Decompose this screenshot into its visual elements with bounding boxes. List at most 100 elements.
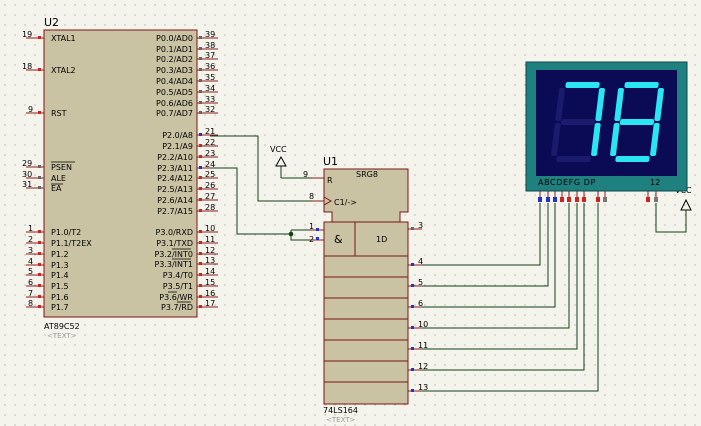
u2-pin-label: P3.5/T1 — [163, 282, 193, 291]
u2-pin-label: P2.5/A13 — [157, 185, 193, 194]
wire-data-p2-3[interactable] — [210, 167, 291, 235]
pin-state-marker — [411, 326, 414, 329]
digit-left — [551, 82, 605, 162]
wire-data-b[interactable] — [290, 230, 310, 241]
u2-pin-label: P3.2/INT0 — [154, 250, 193, 259]
wire-common-vcc[interactable] — [655, 203, 687, 233]
u2-pin-label: P1.5 — [51, 282, 69, 291]
segment-a — [565, 82, 600, 88]
segment-a — [624, 82, 659, 88]
display-pin-labels: ABCDEFG DP — [538, 178, 596, 187]
vcc-terminal[interactable]: VCC — [270, 145, 287, 178]
u1-block-label: SRG8 — [356, 170, 378, 179]
wire-seg-f[interactable] — [422, 203, 585, 371]
pin-state-marker — [199, 90, 202, 93]
u2-pin-label: EA — [51, 184, 62, 193]
u2-pin-number: 18 — [22, 62, 32, 71]
u1-pin-reset-num: 9 — [303, 170, 308, 179]
segment-f — [555, 88, 565, 121]
pin-state-marker — [199, 262, 202, 265]
pin-state-marker — [199, 68, 202, 71]
segment-f — [614, 88, 624, 121]
pin-state-marker — [199, 79, 202, 82]
u2-pin-number: 5 — [28, 267, 33, 276]
display-pins — [538, 191, 658, 202]
wire-seg-e[interactable] — [422, 203, 578, 350]
u2-pin-number: 15 — [205, 278, 215, 287]
u2-pin-label: P2.1/A9 — [162, 142, 193, 151]
u2-pin-number: 36 — [205, 62, 215, 71]
u2-pin-label: P0.2/AD2 — [156, 55, 193, 64]
u2-pin-number: 27 — [205, 192, 215, 201]
u2-pin-label: P2.0/A8 — [162, 131, 193, 140]
u2-pin-label: P3.4/T0 — [163, 271, 193, 280]
pin-state-marker — [316, 228, 319, 231]
pin-state-marker — [582, 197, 586, 202]
pin-state-marker — [199, 284, 202, 287]
u2-body[interactable] — [43, 29, 198, 318]
segment-d — [556, 156, 591, 162]
u2-pin-label: P0.1/AD1 — [156, 45, 193, 54]
u1-shift-register[interactable]: U1 SRG8 R C1/-> & 1D 74LS164 <TEXT> 9 8 … — [303, 155, 409, 424]
u2-pin-number: 23 — [205, 149, 215, 158]
pin-state-marker — [199, 252, 202, 255]
u2-pin-number: 31 — [22, 180, 32, 189]
u2-pin-number: 33 — [205, 95, 215, 104]
u2-pin-number: 3 — [28, 246, 33, 255]
u2-pin-number: 25 — [205, 170, 215, 179]
segment-e — [610, 123, 620, 156]
u2-pin-label: XTAL2 — [51, 66, 76, 75]
u1-register-body[interactable] — [323, 221, 409, 405]
vcc-label: VCC — [270, 145, 287, 154]
pin-state-marker — [38, 68, 41, 71]
pin-state-marker — [38, 165, 41, 168]
pin-state-marker — [546, 197, 550, 202]
vcc-arrow-icon — [275, 155, 287, 167]
u2-pin-label: P0.7/AD7 — [156, 109, 193, 118]
pin-state-marker — [560, 197, 564, 202]
pin-state-marker — [38, 295, 41, 298]
wire-seg-g[interactable] — [422, 203, 599, 392]
u2-ref-label: U2 — [44, 16, 59, 29]
pin-state-marker — [38, 186, 41, 189]
seven-segment-display[interactable]: ABCDEFG DP 12 — [525, 61, 688, 192]
wire-seg-a[interactable] — [422, 203, 541, 266]
pin-state-marker — [646, 197, 650, 202]
wire-net[interactable] — [210, 135, 687, 392]
u2-pin-label: P3.7/RD — [161, 303, 193, 312]
pin-state-marker — [199, 101, 202, 104]
pin-state-marker — [38, 305, 41, 308]
pin-state-marker — [553, 197, 557, 202]
segment-d — [615, 156, 650, 162]
u1-pin-a-num: 1 — [309, 222, 314, 231]
pin-state-marker — [199, 241, 202, 244]
pin-state-marker — [316, 237, 319, 240]
segment-c — [591, 123, 601, 156]
wire-seg-c[interactable] — [422, 203, 556, 308]
u2-pin-number: 16 — [205, 289, 215, 298]
u1-output-number: 5 — [418, 278, 423, 287]
u2-pin-label: PSEN — [51, 163, 72, 172]
wire-seg-b[interactable] — [422, 203, 549, 287]
u2-pin-label: P3.0/RXD — [156, 228, 193, 237]
u1-output-number: 6 — [418, 299, 423, 308]
u2-pin-number: 2 — [28, 235, 33, 244]
wire-seg-d[interactable] — [422, 203, 570, 329]
u2-microcontroller[interactable]: U2 AT89C52 <TEXT> — [43, 16, 198, 340]
u2-pin-label: P0.0/AD0 — [156, 34, 193, 43]
u2-pin-number: 11 — [205, 235, 215, 244]
u2-pin-label: P1.1/T2EX — [51, 239, 92, 248]
segment-e — [551, 123, 561, 156]
pin-state-marker — [199, 187, 202, 190]
wire-clock-p2-0[interactable] — [210, 135, 312, 202]
pin-state-marker — [411, 347, 414, 350]
u1-output-number: 13 — [418, 383, 428, 392]
pin-state-marker — [199, 155, 202, 158]
u2-pin-number: 9 — [28, 105, 33, 114]
pin-state-marker — [38, 36, 41, 39]
u2-pin-number: 30 — [22, 170, 32, 179]
u1-pin-b-num: 2 — [309, 235, 314, 244]
u2-pin-label: P2.2/A10 — [157, 153, 193, 162]
